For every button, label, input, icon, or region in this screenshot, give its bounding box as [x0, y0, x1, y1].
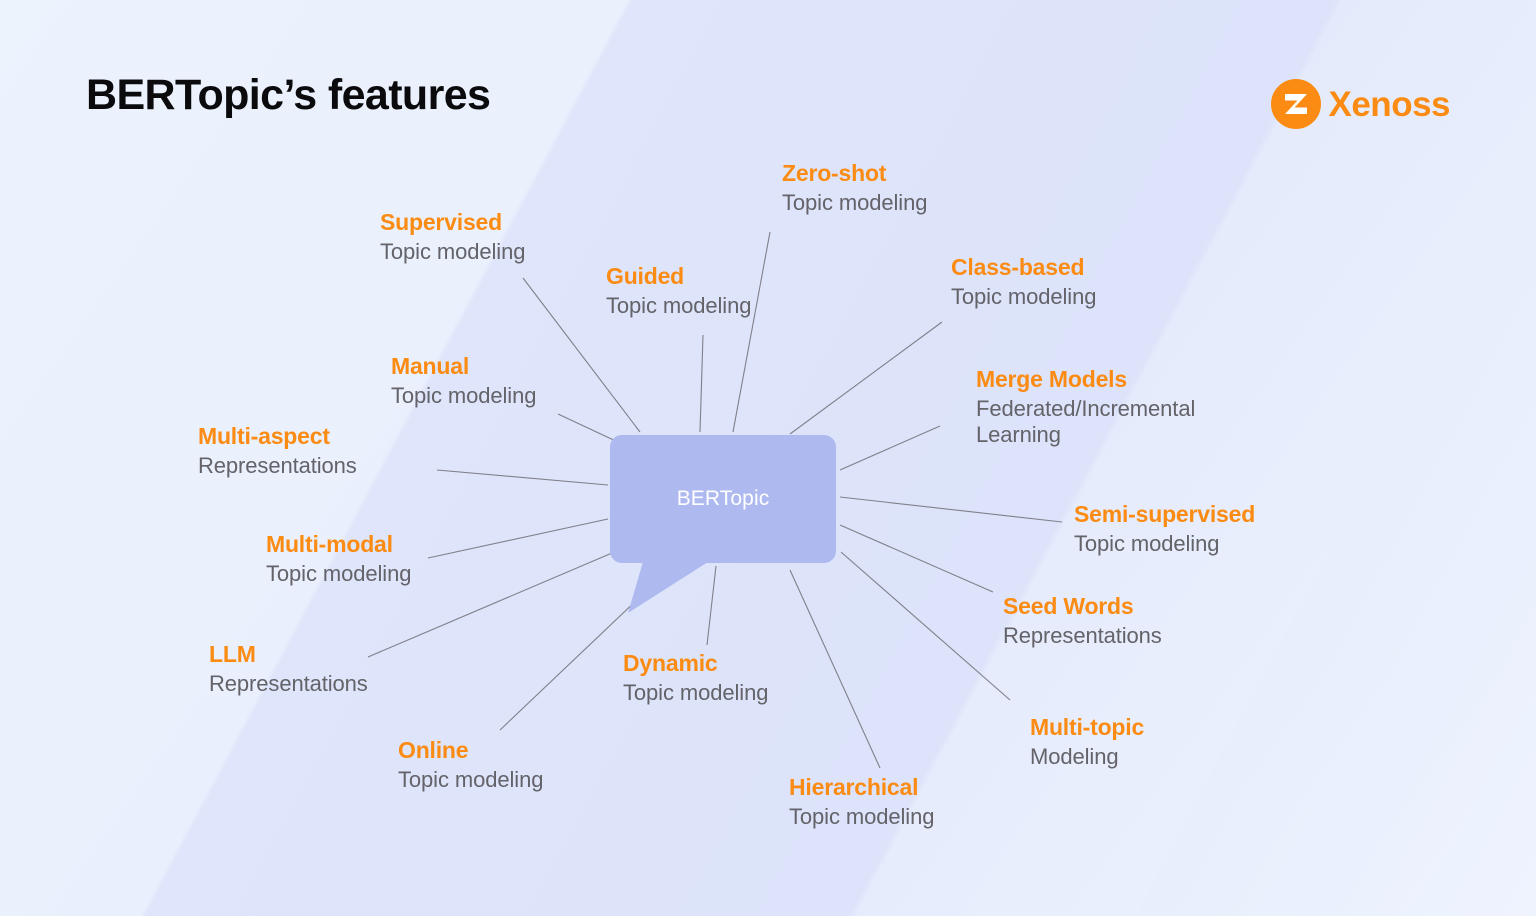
feature-title-merge-models: Merge Models	[976, 366, 1127, 392]
feature-title-online: Online	[398, 737, 469, 763]
connector-line-class-based	[789, 321, 943, 435]
feature-title-guided: Guided	[606, 263, 685, 289]
feature-subtitle-multi-aspect: Representations	[198, 453, 357, 479]
feature-title-supervised: Supervised	[380, 209, 502, 235]
feature-subtitle-hierarchical: Topic modeling	[789, 804, 935, 830]
feature-title-llm: LLM	[209, 641, 256, 667]
feature-title-dynamic: Dynamic	[623, 650, 718, 676]
feature-title-multi-aspect: Multi-aspect	[198, 423, 330, 449]
feature-title-class-based: Class-based	[951, 254, 1085, 280]
connector-line-multi-topic	[840, 551, 1011, 701]
feature-title-multi-modal: Multi-modal	[266, 531, 393, 557]
connector-line-merge-models	[839, 425, 941, 471]
feature-node-llm[interactable]: LLM Representations	[209, 641, 368, 697]
feature-title-semi-supervised: Semi-supervised	[1074, 501, 1256, 527]
page-title: BERTopic’s features	[86, 71, 491, 119]
feature-subtitle-merge-models: Federated/Incremental Learning	[976, 396, 1196, 448]
feature-subtitle-multi-topic: Modeling	[1030, 744, 1119, 770]
connector-line-hierarchical	[789, 569, 881, 769]
center-node-label: BERTopic	[676, 487, 770, 510]
center-node-bubble: BERTopic	[610, 435, 836, 563]
feature-subtitle-zero-shot: Topic modeling	[782, 190, 928, 216]
feature-title-manual: Manual	[391, 353, 470, 379]
feature-subtitle-dynamic: Topic modeling	[623, 680, 769, 706]
connector-line-zero-shot	[732, 231, 771, 433]
feature-subtitle-guided: Topic modeling	[606, 293, 752, 319]
connector-line-guided	[699, 334, 704, 433]
connector-line-semi-supervised	[839, 496, 1063, 523]
feature-subtitle-semi-supervised: Topic modeling	[1074, 531, 1220, 557]
xenoss-logo-icon	[1270, 79, 1321, 129]
feature-subtitle-supervised: Topic modeling	[380, 239, 526, 265]
connector-line-seed-words	[839, 524, 994, 593]
connector-line-multi-modal	[427, 518, 609, 559]
feature-subtitle-online: Topic modeling	[398, 767, 544, 793]
speech-bubble-tail-icon	[628, 555, 719, 613]
feature-subtitle-llm: Representations	[209, 671, 368, 697]
feature-subtitle-multi-modal: Topic modeling	[266, 561, 412, 587]
feature-subtitle-class-based: Topic modeling	[951, 284, 1097, 310]
feature-subtitle-manual: Topic modeling	[391, 383, 537, 409]
feature-title-hierarchical: Hierarchical	[789, 774, 919, 800]
feature-title-seed-words: Seed Words	[1003, 593, 1134, 619]
feature-subtitle-seed-words: Representations	[1003, 623, 1162, 649]
center-node-bertopic[interactable]: BERTopic	[610, 435, 836, 613]
feature-title-multi-topic: Multi-topic	[1030, 714, 1145, 740]
brand-name: Xenoss	[1328, 84, 1451, 124]
brand-logo: Xenoss	[1270, 78, 1451, 130]
connector-line-multi-aspect	[436, 469, 609, 486]
feature-title-zero-shot: Zero-shot	[782, 160, 887, 186]
